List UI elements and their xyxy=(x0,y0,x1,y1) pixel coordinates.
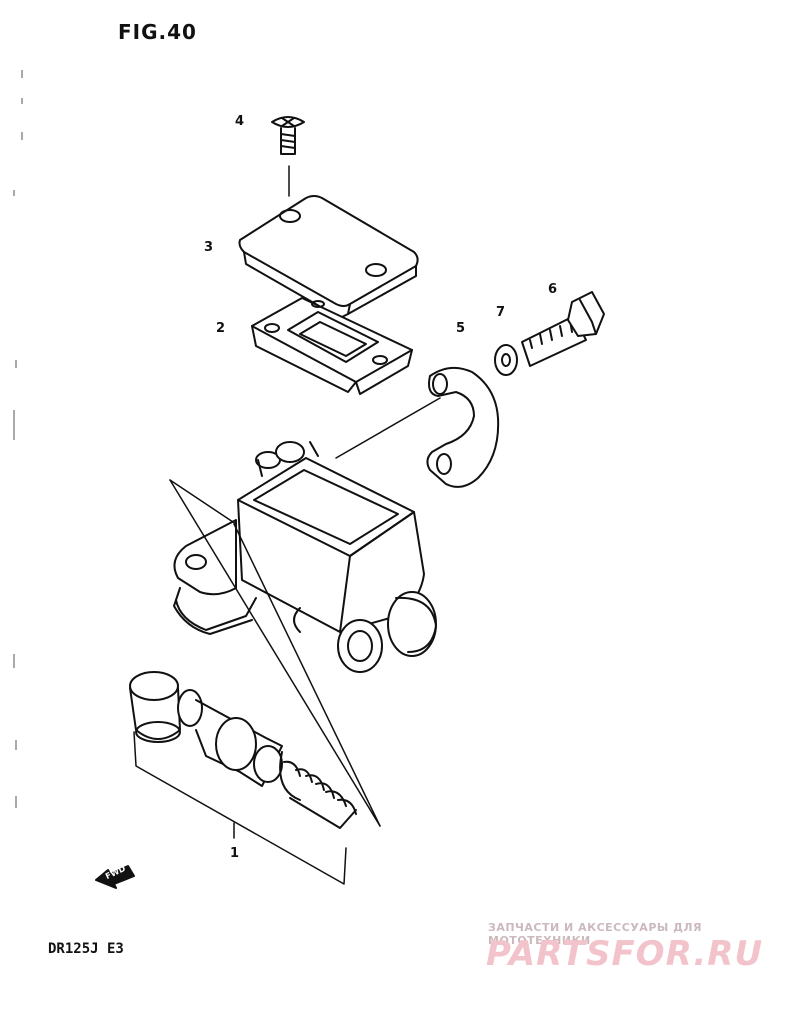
master-cylinder-body xyxy=(173,441,437,673)
part-7-washer xyxy=(494,344,518,376)
part-4-screw xyxy=(271,116,305,197)
callout-7: 7 xyxy=(496,305,506,320)
watermark-logo: PARTSFOR.RU xyxy=(486,934,764,974)
callout-3: 3 xyxy=(204,240,214,255)
model-code: DR125J E3 xyxy=(48,941,124,957)
part-5-clamp xyxy=(426,366,500,488)
fwd-arrow-icon xyxy=(95,865,135,889)
callout-5: 5 xyxy=(456,321,466,336)
part-3-reservoir-cap xyxy=(238,195,419,319)
figure-title: FIG.40 xyxy=(118,20,197,44)
callout-2: 2 xyxy=(216,321,226,336)
callout-1: 1 xyxy=(230,846,240,861)
edge-artifacts xyxy=(13,70,23,808)
watermark-tagline: ЗАПЧАСТИ И АКСЕССУАРЫ ДЛЯ МОТОТЕХНИКИ xyxy=(488,921,703,947)
callout-4: 4 xyxy=(235,114,245,129)
part-6-bolt xyxy=(521,291,605,367)
part-1-piston-kit xyxy=(129,671,357,829)
callout-6: 6 xyxy=(548,282,558,297)
part-2-diaphragm xyxy=(251,297,413,395)
